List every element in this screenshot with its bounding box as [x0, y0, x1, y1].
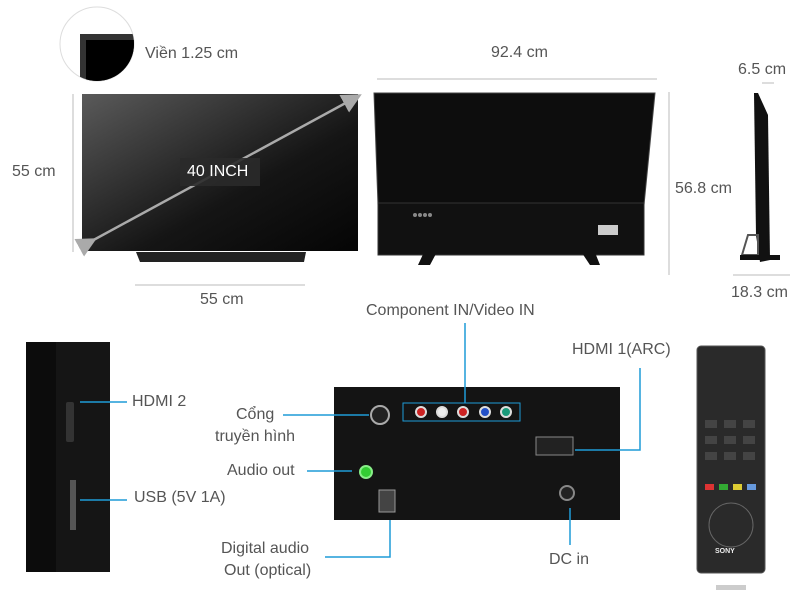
total-height-label: 56.8 cm [675, 180, 732, 197]
audio-out-port [359, 465, 373, 479]
hdmi2-port [66, 402, 74, 442]
optical-label-line2: Out (optical) [224, 562, 312, 579]
stand-depth-label: 18.3 cm [731, 284, 788, 301]
stand-width-label: 55 cm [200, 291, 244, 308]
hdmi2-label: HDMI 2 [132, 393, 187, 410]
remote-brand-logo: SONY [715, 548, 735, 555]
usb-label: USB (5V 1A) [134, 489, 226, 506]
tv-front [74, 94, 362, 262]
antenna-label-line2: truyền hình [215, 428, 296, 445]
bezel-closeup [59, 6, 135, 82]
dc-in-port [559, 485, 575, 501]
audio-out-label: Audio out [227, 462, 295, 479]
hdmi1-port [535, 436, 574, 456]
side-port-panel [26, 342, 110, 572]
hdmi1-label: HDMI 1(ARC) [572, 341, 671, 358]
bezel-label: Viền 1.25 cm [145, 45, 239, 62]
tv-side [740, 93, 780, 262]
usb-port [70, 480, 76, 530]
callout-lines [80, 323, 641, 558]
optical-port [378, 489, 396, 513]
diagonal-label: 40 INCH [187, 163, 249, 180]
front-height-label: 55 cm [12, 163, 56, 180]
depth-label: 6.5 cm [738, 61, 787, 78]
component-label: Component IN/Video IN [366, 302, 535, 319]
optical-label-line1: Digital audio [221, 540, 310, 557]
remote-control [696, 345, 766, 590]
antenna-label-line1: Cổng [236, 406, 275, 423]
tv-back [373, 92, 656, 265]
width-label: 92.4 cm [491, 44, 548, 61]
dc-in-label: DC in [549, 551, 590, 568]
antenna-port [370, 405, 390, 425]
rear-port-panel [334, 387, 620, 520]
